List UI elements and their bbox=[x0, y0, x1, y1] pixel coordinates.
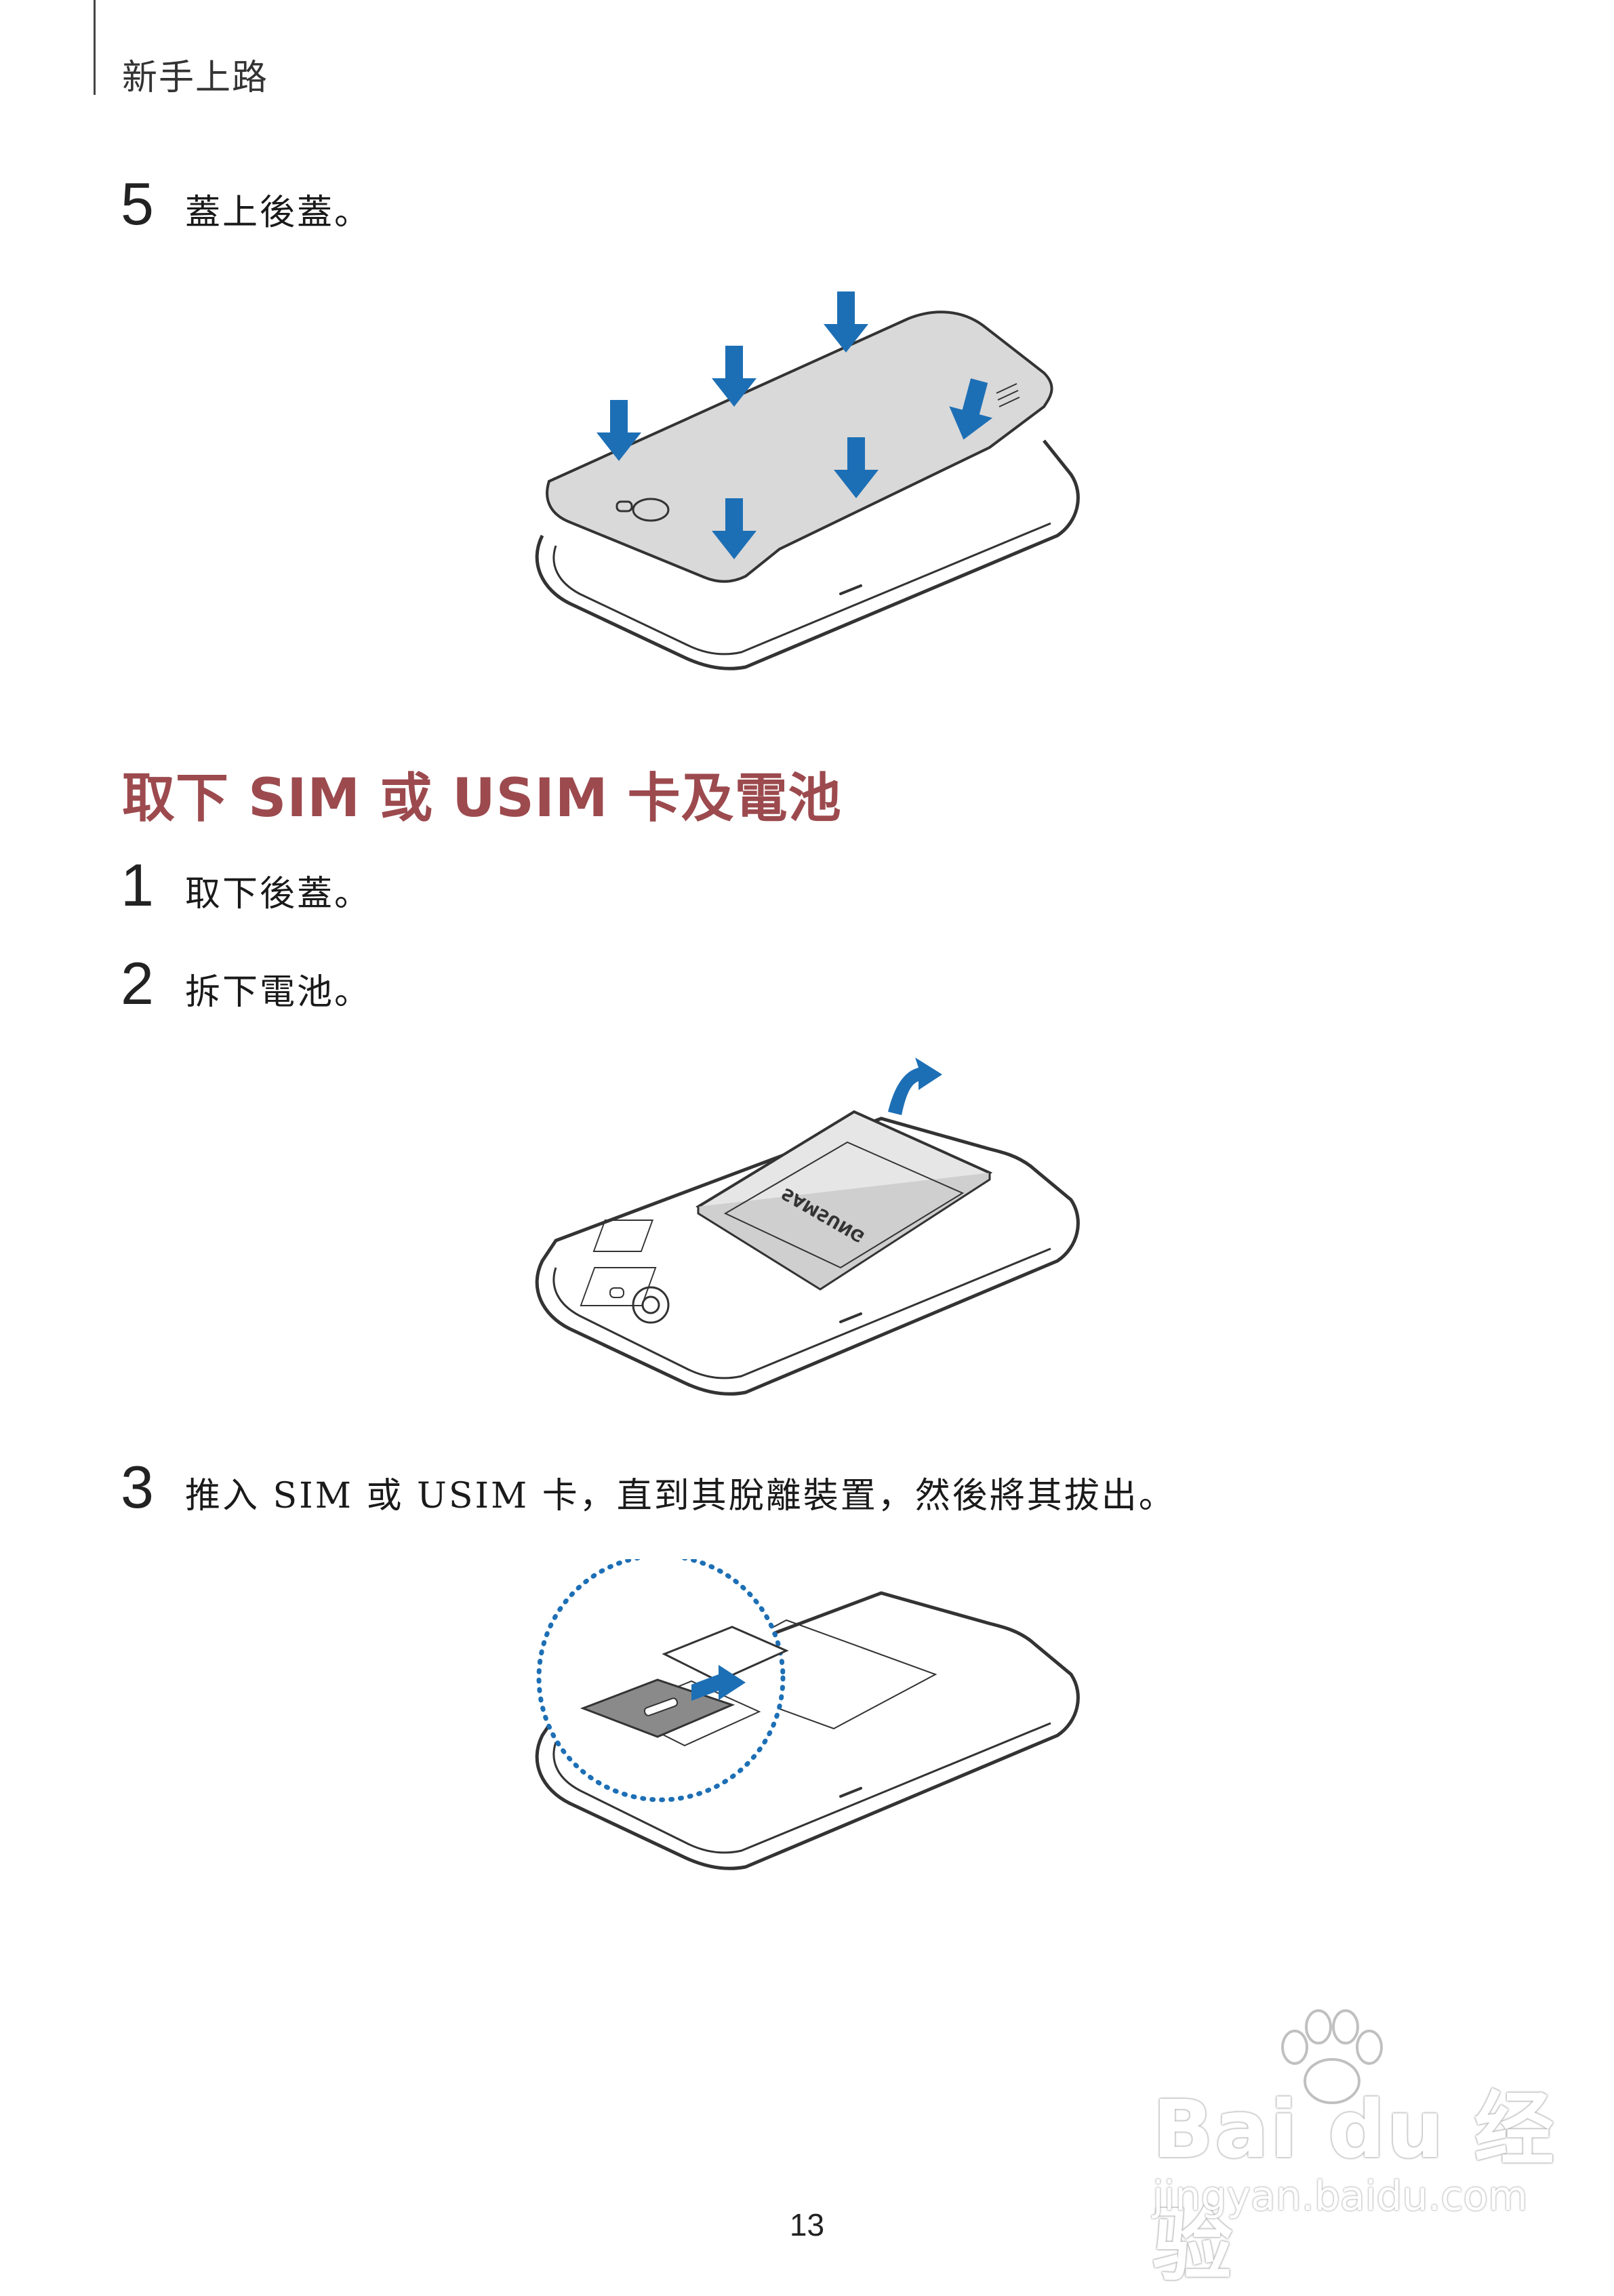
step-number: 5 bbox=[121, 170, 154, 237]
section-title: 取下 SIM 或 USIM 卡及電池 bbox=[122, 768, 842, 829]
illustration-remove-sim bbox=[535, 1559, 1080, 1870]
section-label: 新手上路 bbox=[122, 58, 269, 98]
step-text: 取下後蓋。 bbox=[185, 874, 372, 914]
step-2: 2 拆下電池。 bbox=[121, 949, 371, 1018]
step-text: 蓋上後蓋。 bbox=[185, 193, 372, 233]
step-text: 拆下電池。 bbox=[185, 972, 372, 1013]
step-3: 3 推入 SIM 或 USIM 卡，直到其脫離裝置，然後將其拔出。 bbox=[121, 1453, 1176, 1522]
step-1: 1 取下後蓋。 bbox=[121, 851, 371, 920]
watermark-logo: Bai du 经验 bbox=[1152, 2082, 1556, 2292]
paw-icon bbox=[1281, 2009, 1383, 2104]
step-number: 1 bbox=[121, 851, 154, 919]
step-5: 5 蓋上後蓋。 bbox=[121, 169, 371, 239]
illustration-remove-battery: SAMSUNG bbox=[535, 1058, 1080, 1396]
step-number: 3 bbox=[121, 1453, 154, 1520]
watermark-url: jingyan.baidu.com bbox=[1152, 2173, 1528, 2220]
header-rule bbox=[94, 0, 96, 95]
page-number: 13 bbox=[789, 2207, 825, 2242]
step-number: 2 bbox=[121, 950, 154, 1017]
illustration-close-cover bbox=[535, 291, 1080, 670]
step-text: 推入 SIM 或 USIM 卡，直到其脫離裝置，然後將其拔出。 bbox=[185, 1476, 1176, 1516]
